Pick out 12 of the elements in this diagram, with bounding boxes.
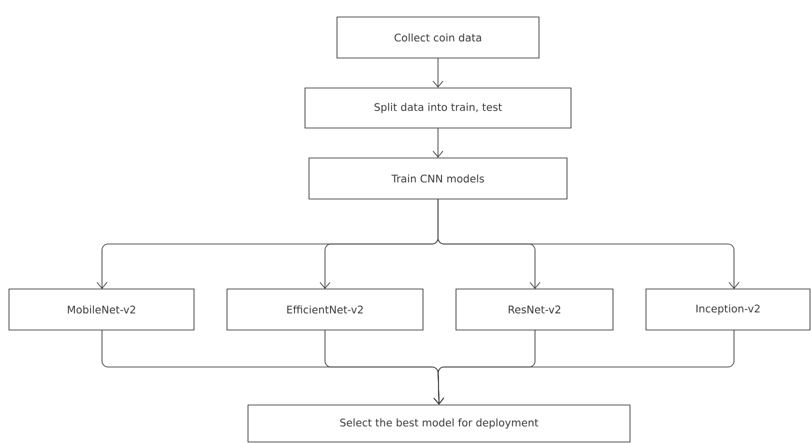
- process-box: ResNet-v2: [456, 288, 614, 330]
- arrow: [438, 198, 740, 289]
- process-box: Split data into train, test: [304, 88, 572, 128]
- process-box: Train CNN models: [308, 158, 568, 200]
- process-box: Inception-v2: [646, 288, 810, 330]
- process-box: EfficientNet-v2: [226, 288, 424, 330]
- process-box: Collect coin data: [336, 16, 540, 58]
- process-box: MobileNet-v2: [8, 288, 194, 330]
- arrow: [433, 330, 734, 405]
- process-box: Select the best model for deployment: [248, 404, 630, 442]
- arrow: [432, 128, 444, 158]
- arrow: [432, 58, 444, 88]
